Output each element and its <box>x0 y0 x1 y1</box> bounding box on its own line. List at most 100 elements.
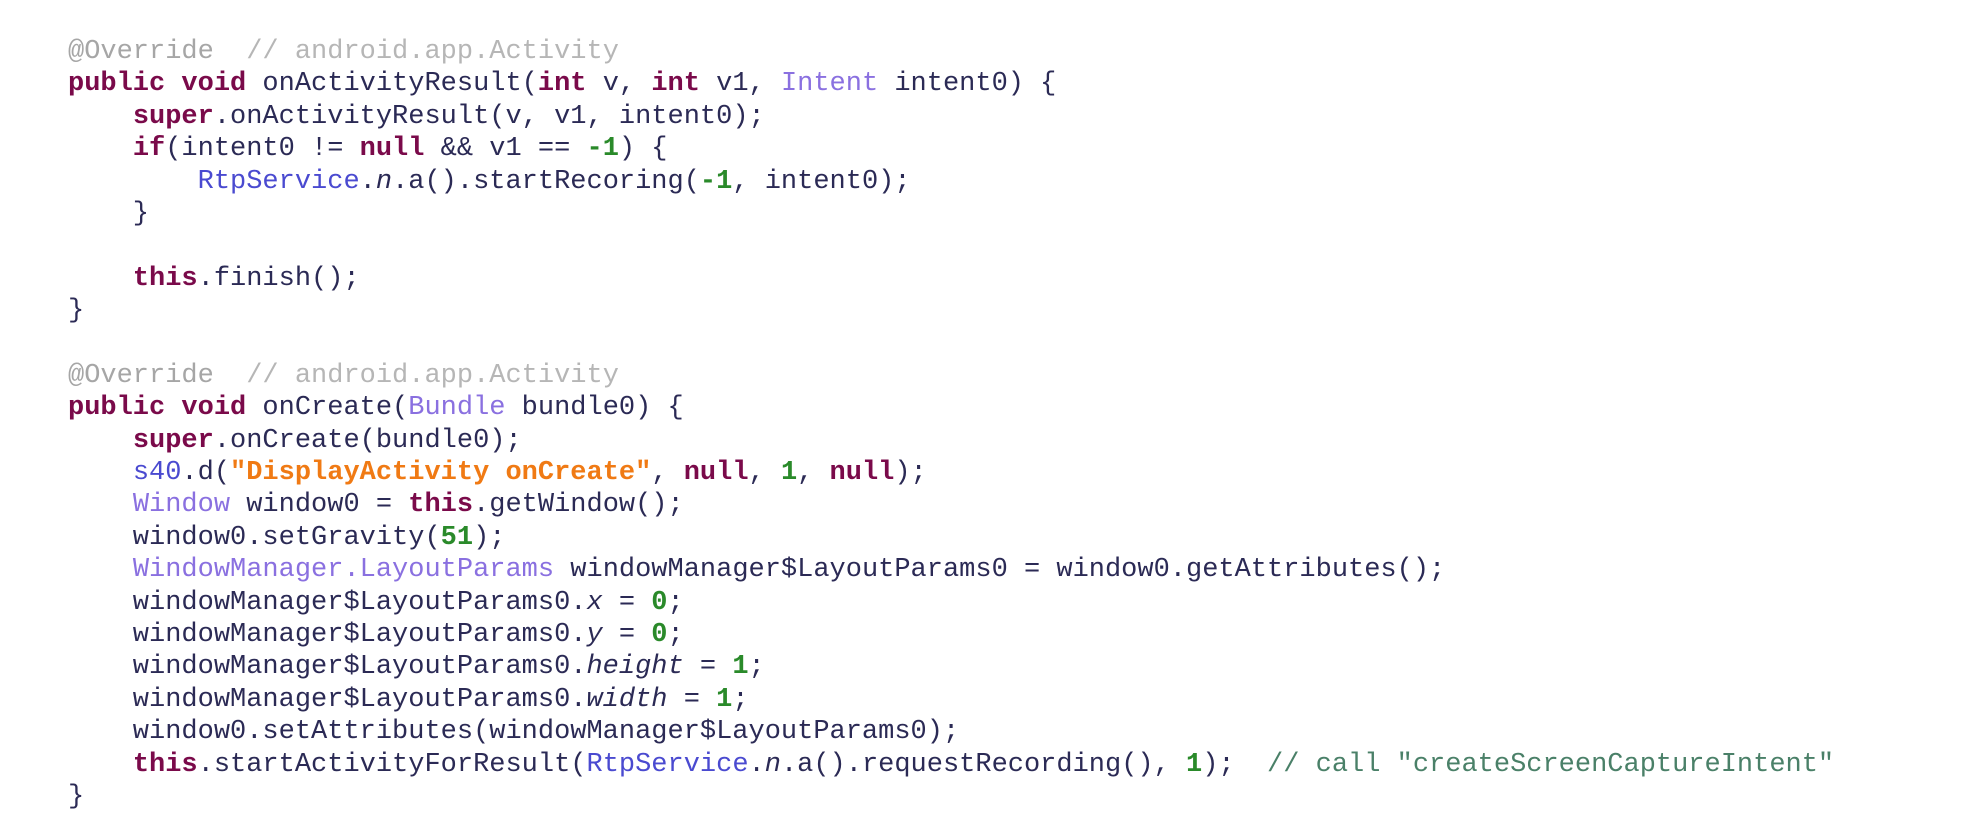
code-token-plain: , <box>797 458 830 489</box>
code-token-kw: null <box>683 458 749 489</box>
code-token-plain: . <box>748 749 765 780</box>
code-line: this.startActivityForResult(RtpService.n… <box>68 749 1834 781</box>
code-token-cgreen: // call "createScreenCaptureIntent" <box>1267 749 1835 780</box>
code-token-fld: height <box>586 652 684 683</box>
code-token-plain: bundle0) { <box>505 393 684 424</box>
code-line <box>68 328 1834 360</box>
code-token-num: 1 <box>716 684 733 715</box>
code-token-kw: this <box>132 263 198 294</box>
code-token-plain <box>68 167 198 197</box>
code-token-plain: } <box>68 781 85 812</box>
code-token-plain: . <box>359 166 376 197</box>
code-token-type: Bundle <box>408 393 506 424</box>
code-line: if(intent0 != null && v1 == -1) { <box>68 133 1834 165</box>
code-token-plain: windowManager$LayoutParams0. <box>68 620 587 651</box>
code-token-plain <box>68 426 133 456</box>
code-token-plain: .getWindow(); <box>473 490 684 521</box>
code-token-plain <box>68 264 133 294</box>
code-token-plain: } <box>68 198 150 229</box>
code-token-plain: (intent0 != <box>165 134 360 165</box>
code-token-kw: if <box>132 134 166 165</box>
code-token-num: -1 <box>699 166 733 197</box>
code-token-num: 1 <box>1186 749 1203 780</box>
code-line <box>68 230 1834 262</box>
code-line: @Override // android.app.Activity <box>68 36 1834 68</box>
code-token-kw: public <box>68 393 166 424</box>
code-token-plain <box>68 134 133 164</box>
code-token-kw: super <box>132 101 214 132</box>
code-line: WindowManager.LayoutParams windowManager… <box>68 554 1834 586</box>
code-token-kw: int <box>537 69 587 100</box>
code-token-plain <box>68 750 133 780</box>
code-token-plain: .startActivityForResult( <box>197 749 587 780</box>
code-token-fld: y <box>586 620 603 651</box>
code-token-plain: onCreate( <box>246 393 409 424</box>
code-token-num: 0 <box>651 587 668 618</box>
code-token-plain: = <box>602 587 652 618</box>
code-token-plain: = <box>667 684 717 715</box>
code-token-fld: width <box>586 684 668 715</box>
code-token-plain: ); <box>473 522 506 553</box>
code-token-kw: void <box>181 393 247 424</box>
code-token-plain: .finish(); <box>197 263 360 294</box>
code-token-plain: window0.setGravity( <box>68 522 441 553</box>
code-token-plain: , intent0); <box>732 166 911 197</box>
code-token-num: 51 <box>440 522 474 553</box>
code-token-num: -1 <box>586 134 619 165</box>
code-line: } <box>68 295 1834 327</box>
code-token-plain: .d( <box>181 458 231 489</box>
code-token-plain <box>68 490 133 520</box>
code-line: windowManager$LayoutParams0.x = 0; <box>68 587 1834 619</box>
code-token-cgray: // android.app.Activity <box>213 360 619 391</box>
code-line: window0.setGravity(51); <box>68 522 1834 554</box>
code-token-plain: .onActivityResult(v, v1, intent0); <box>213 101 765 132</box>
code-token-tcls: RtpService <box>197 166 360 197</box>
code-token-plain: ; <box>667 587 684 618</box>
code-token-plain: window0 = <box>230 490 409 521</box>
code-token-num: 1 <box>732 652 749 683</box>
code-line: super.onCreate(bundle0); <box>68 425 1834 457</box>
code-token-plain: windowManager$LayoutParams0. <box>68 652 587 683</box>
code-token-plain: , <box>651 458 684 489</box>
code-line: } <box>68 198 1834 230</box>
code-line: public void onActivityResult(int v, int … <box>68 68 1834 100</box>
code-token-plain: = <box>602 620 652 651</box>
code-token-ann: @Override <box>68 37 214 67</box>
code-token-ann: @Override <box>68 360 214 391</box>
code-token-plain: intent0) { <box>878 69 1057 100</box>
code-token-plain: windowManager$LayoutParams0. <box>68 684 587 715</box>
code-token-str: "DisplayActivity onCreate" <box>230 458 652 489</box>
code-token-plain: window0.setAttributes(windowManager$Layo… <box>68 717 960 748</box>
code-token-plain: v, <box>586 69 652 100</box>
code-token-kw: this <box>132 749 198 780</box>
code-token-kw: int <box>651 69 700 100</box>
code-token-plain: } <box>68 296 85 327</box>
code-token-tcls: RtpService <box>586 749 749 780</box>
code-token-plain: .a().startRecoring( <box>392 166 700 197</box>
code-token-type: WindowManager.LayoutParams <box>132 555 555 586</box>
code-token-plain: && v1 == <box>424 134 587 165</box>
code-line: RtpService.n.a().startRecoring(-1, inten… <box>68 166 1834 198</box>
code-token-plain: ); <box>894 458 927 489</box>
code-line: s40.d("DisplayActivity onCreate", null, … <box>68 457 1834 489</box>
code-token-plain <box>165 69 181 99</box>
code-token-plain: ; <box>732 684 749 715</box>
code-token-plain: ); <box>1202 749 1268 780</box>
code-token-cgray: // android.app.Activity <box>213 37 619 67</box>
code-token-num: 1 <box>780 458 798 489</box>
code-token-type: Window <box>132 490 231 521</box>
code-token-type: Intent <box>780 69 879 100</box>
code-token-num: 0 <box>651 620 668 651</box>
code-line: windowManager$LayoutParams0.y = 0; <box>68 619 1834 651</box>
code-token-tcls: s40 <box>132 458 182 489</box>
code-line: @Override // android.app.Activity <box>68 360 1834 392</box>
code-token-kw: public <box>68 69 166 100</box>
code-line: Window window0 = this.getWindow(); <box>68 489 1834 521</box>
code-token-ital: n <box>764 749 781 780</box>
code-token-plain: .onCreate(bundle0); <box>213 425 522 456</box>
code-token-plain: .a().requestRecording(), <box>780 749 1187 780</box>
code-token-plain: ; <box>748 652 765 683</box>
code-token-plain <box>68 102 133 132</box>
code-token-plain: ) { <box>618 134 668 165</box>
